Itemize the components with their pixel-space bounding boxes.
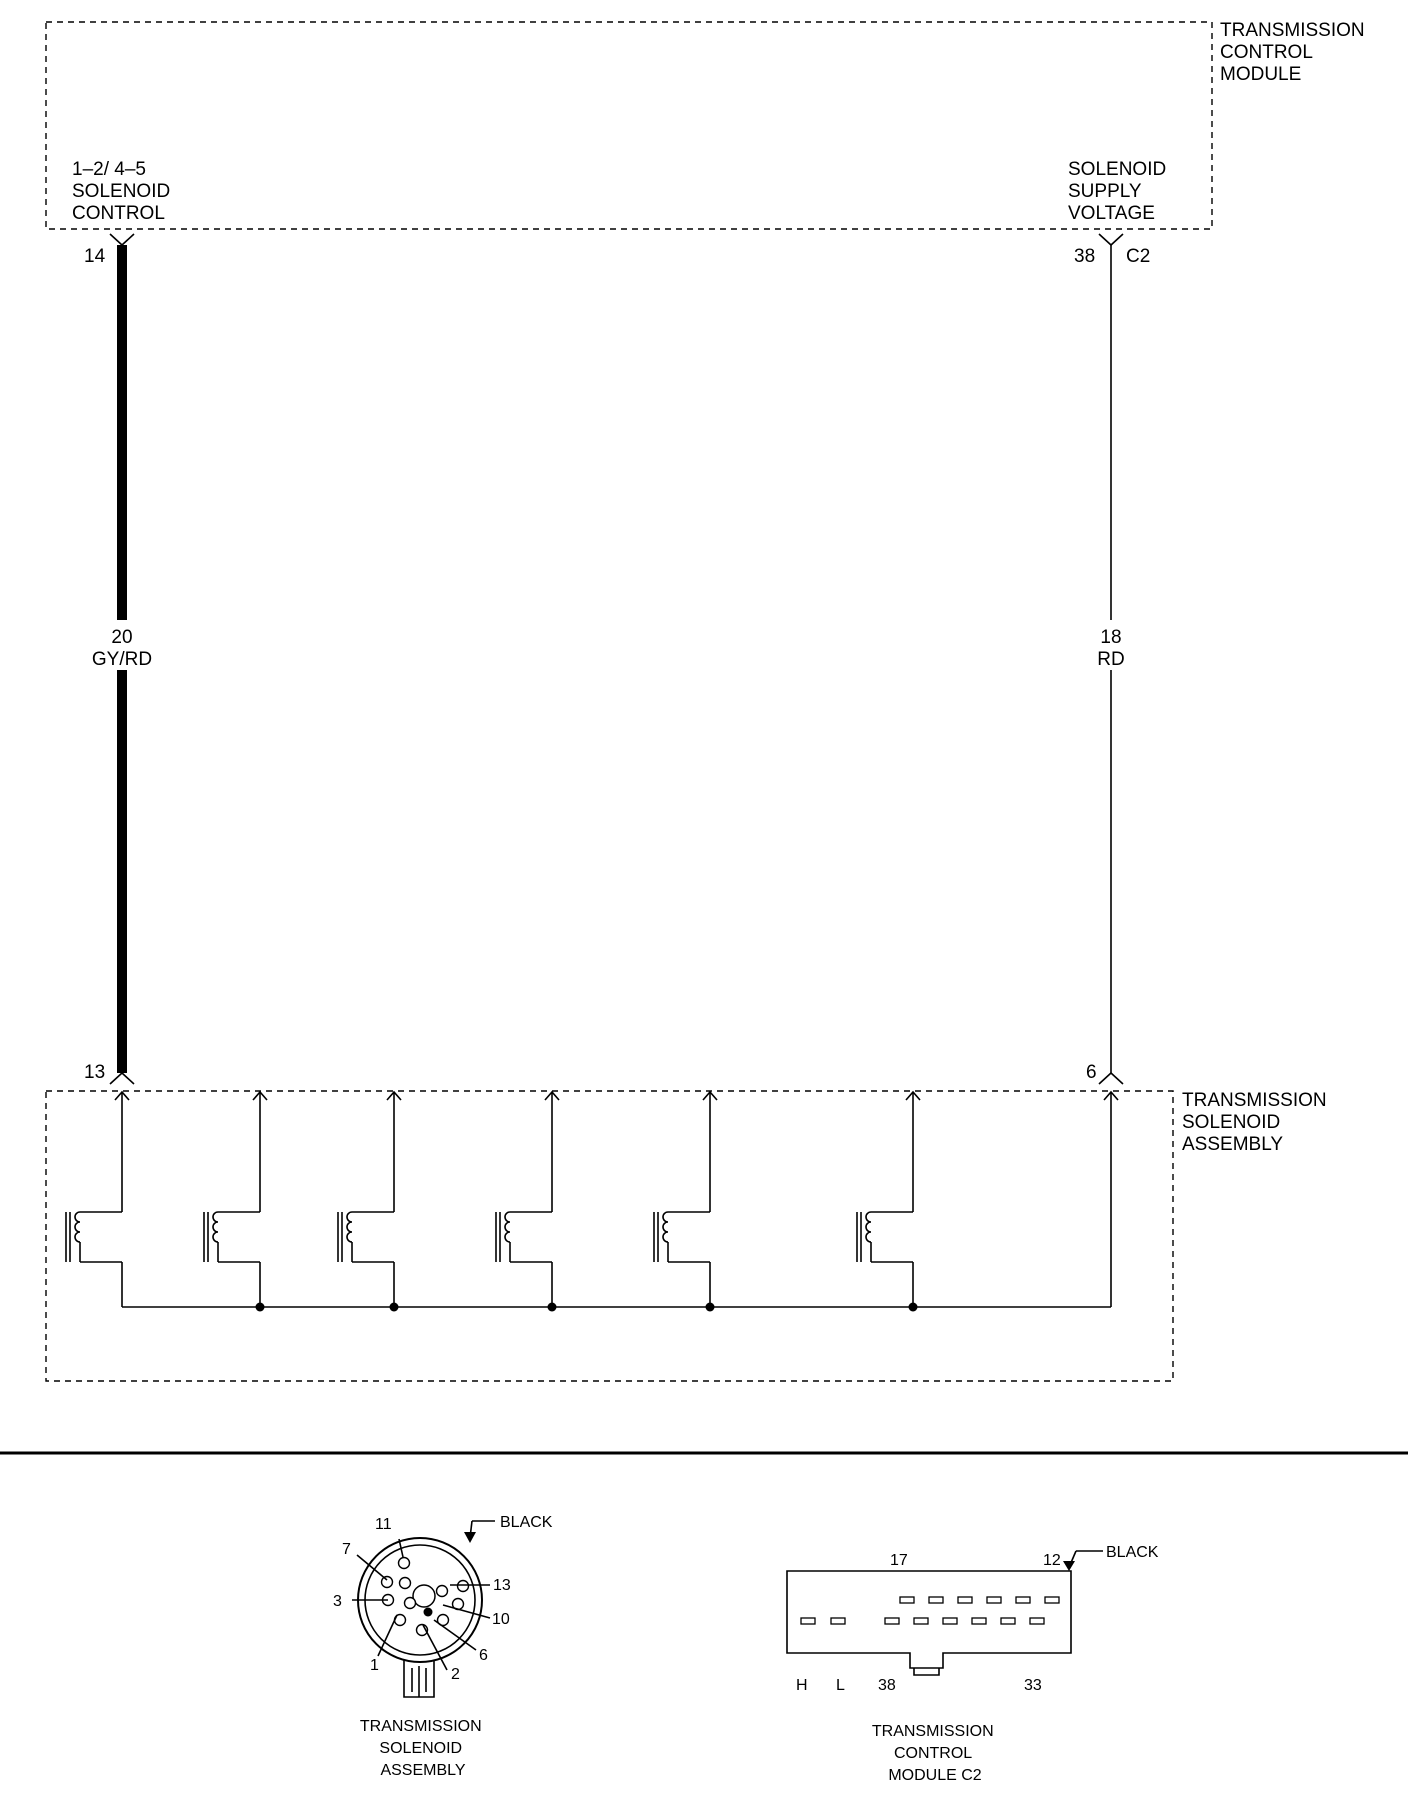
tcm-connector-key: [913, 1668, 940, 1676]
connector-cavity: [1000, 1617, 1016, 1625]
tcm-module-box: [45, 21, 1213, 230]
tsa-control-pin-symbol: [109, 1071, 135, 1085]
tcm-pin-label-17: 17: [890, 1552, 908, 1569]
connector-cavity: [986, 1596, 1002, 1604]
connector-cavity: [800, 1617, 816, 1625]
connector-cavity: [380, 1575, 394, 1589]
tcm-connector-id: C2: [1126, 246, 1150, 267]
tcm-connector-body: [786, 1570, 1072, 1669]
tsa-label: TRANSMISSION SOLENOID ASSEMBLY: [1182, 1090, 1332, 1155]
sol-pin-label-10: 10: [492, 1611, 510, 1628]
solenoid-coil: [346, 1211, 353, 1243]
connector-cavity: [1029, 1617, 1045, 1625]
tcm-supply-pin-symbol: [1098, 233, 1124, 247]
solenoid-coil: [662, 1211, 669, 1243]
sol-pin-label-7: 7: [342, 1541, 351, 1558]
tcm-connector-color: BLACK: [1106, 1544, 1159, 1561]
solenoid-coil: [74, 1211, 81, 1243]
solenoid-coil: [212, 1211, 219, 1243]
solenoid-control-label: 1–2/ 4–5 SOLENOID CONTROL: [72, 159, 175, 224]
sol-pin-label-13: 13: [493, 1577, 511, 1594]
tcm-label: TRANSMISSION CONTROL MODULE: [1220, 20, 1370, 85]
tsa-control-pin-number: 13: [84, 1062, 105, 1083]
connector-cavity: [899, 1596, 915, 1604]
tcm-supply-pin-number: 38: [1074, 246, 1095, 267]
tcm-connector-cavities: [800, 1596, 1060, 1625]
connector-cavity: [971, 1617, 987, 1625]
connector-cavity: [456, 1579, 470, 1593]
tcm-connector-view: BLACK 17 12 H L 38 33 TRANSMISSION CONTR…: [786, 1544, 1159, 1784]
connector-cavity: [913, 1617, 929, 1625]
sol-pin-label-3: 3: [333, 1593, 342, 1610]
sol-pin-label-6: 6: [479, 1647, 488, 1664]
connector-cavity: [435, 1584, 449, 1598]
tcm-pin-label-h: H: [796, 1677, 808, 1694]
connector-cavity: [884, 1617, 900, 1625]
connector-cavity: [1044, 1596, 1060, 1604]
supply-wire-color: RD: [1097, 649, 1124, 670]
connector-cavity: [957, 1596, 973, 1604]
control-wire-color: GY/RD: [92, 649, 152, 670]
tcm-pin-label-33: 33: [1024, 1677, 1042, 1694]
connector-cavity: [403, 1596, 417, 1610]
solenoid-coil: [504, 1211, 511, 1243]
solenoid-connector-cavities: [380, 1556, 470, 1637]
sol-pin-label-11: 11: [375, 1516, 392, 1533]
tsa-supply-pin-symbol: [1098, 1071, 1124, 1085]
supply-voltage-label: SOLENOID SUPPLY VOLTAGE: [1068, 159, 1171, 224]
solenoid-coil: [865, 1211, 872, 1243]
tsa-module-box: [45, 1090, 1174, 1382]
connector-cavity: [1015, 1596, 1031, 1604]
solenoid-connector-view: BLACK 11 7 13 3 10 6 1 2 TRANSMISSION SO…: [333, 1514, 553, 1779]
tcm-connector-caption: TRANSMISSION CONTROL MODULE C2: [872, 1723, 998, 1784]
tcm-pin-label-38: 38: [878, 1677, 896, 1694]
sol-pin-label-1: 1: [370, 1657, 379, 1674]
control-wire-gauge: 20: [111, 627, 132, 648]
connector-cavity: [397, 1556, 411, 1570]
solenoid-array: [65, 1090, 1119, 1312]
connector-cavity: [398, 1576, 412, 1590]
tcm-control-pin-symbol: [109, 233, 135, 247]
solenoid-connector-caption: TRANSMISSION SOLENOID ASSEMBLY: [360, 1718, 486, 1779]
connector-cavity: [928, 1596, 944, 1604]
tsa-supply-pin-number: 6: [1086, 1062, 1097, 1083]
tcm-control-pin-number: 14: [84, 246, 106, 267]
connector-cavity: [942, 1617, 958, 1625]
connector-cavity: [830, 1617, 846, 1625]
tcm-pin-label-12: 12: [1043, 1552, 1061, 1569]
connector-key: [423, 1607, 433, 1617]
supply-wire-gauge: 18: [1100, 627, 1121, 648]
solenoid-connector-color: BLACK: [500, 1514, 553, 1531]
tcm-pin-label-l: L: [836, 1677, 845, 1694]
connector-center-post: [412, 1584, 436, 1608]
sol-pin-label-2: 2: [451, 1666, 460, 1683]
